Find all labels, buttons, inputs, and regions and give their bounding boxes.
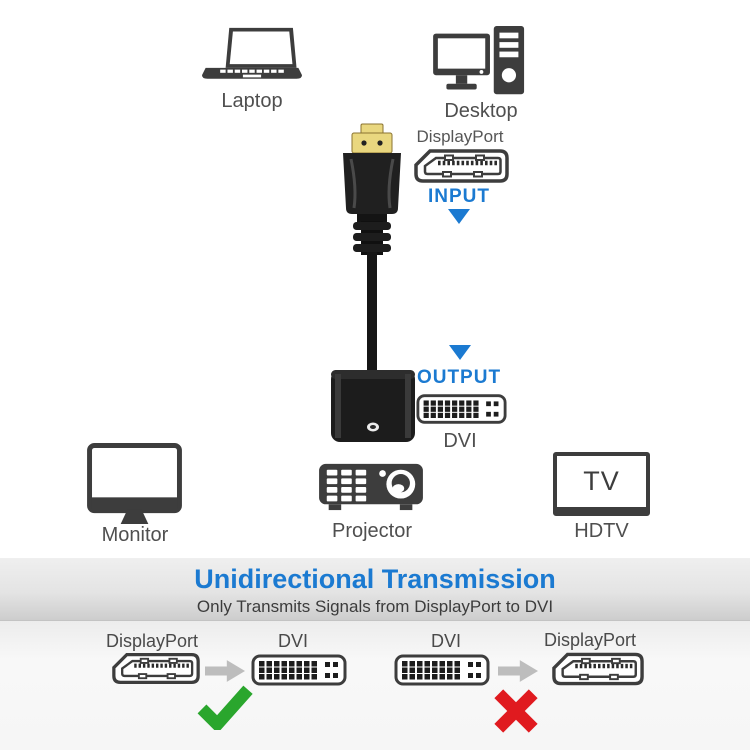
banner-title: Unidirectional Transmission: [194, 564, 556, 594]
blocked-to-label: DisplayPort: [543, 630, 637, 650]
blocked-arrow-right-icon: [498, 658, 538, 684]
hdtv-label: HDTV: [574, 520, 629, 542]
laptop-label: Laptop: [221, 90, 283, 112]
dvi-port-icon: [416, 392, 507, 426]
input-direction-label: INPUT: [428, 186, 490, 207]
compatibility-section: DisplayPort DVI DVI DisplayPort: [0, 621, 750, 750]
displayport-port-icon: [414, 149, 509, 183]
banner-subtitle: Only Transmits Signals from DisplayPort …: [196, 597, 554, 616]
hdtv-screen-text: TV: [583, 466, 620, 496]
input-port-label: DisplayPort: [416, 127, 504, 146]
monitor-icon: [87, 443, 182, 525]
blocked-from-dvi-icon: [394, 653, 490, 687]
output-direction-label: OUTPUT: [416, 367, 502, 388]
check-icon: [197, 685, 253, 730]
hdtv-icon: TV: [553, 452, 650, 516]
dp-to-dvi-adapter-image: [331, 123, 415, 442]
banner: Unidirectional Transmission Only Transmi…: [0, 558, 750, 621]
output-port-label: DVI: [443, 430, 477, 452]
desktop-icon: [433, 26, 525, 95]
output-arrow-down-icon: [449, 345, 471, 360]
allowed-from-displayport-icon: [112, 652, 200, 685]
allowed-to-dvi-icon: [251, 653, 347, 687]
allowed-from-label: DisplayPort: [105, 631, 199, 651]
x-icon: [494, 689, 538, 733]
allowed-to-label: DVI: [277, 631, 308, 651]
allowed-arrow-right-icon: [205, 658, 245, 684]
laptop-icon: [202, 27, 302, 79]
projector-label: Projector: [331, 520, 413, 542]
input-arrow-down-icon: [448, 209, 470, 224]
blocked-to-displayport-icon: [552, 652, 644, 686]
desktop-label: Desktop: [444, 100, 518, 122]
monitor-label: Monitor: [101, 524, 169, 546]
blocked-from-label: DVI: [430, 631, 461, 651]
projector-icon: [319, 463, 423, 511]
